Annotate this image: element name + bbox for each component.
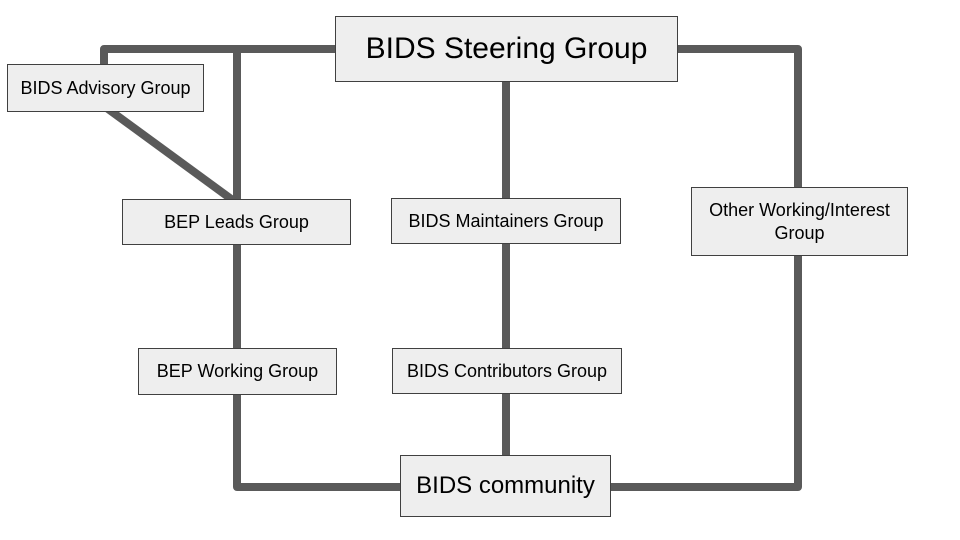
node-other-working-interest-group: Other Working/Interest Group [691, 187, 908, 256]
node-bep-working-group: BEP Working Group [138, 348, 337, 395]
node-other-working-interest-group-label: Other Working/Interest Group [709, 200, 890, 243]
node-bids-advisory-group: BIDS Advisory Group [7, 64, 204, 112]
node-bids-steering-group: BIDS Steering Group [335, 16, 678, 82]
connector-main-frame [100, 45, 802, 491]
node-bids-maintainers-group: BIDS Maintainers Group [391, 198, 621, 244]
node-bep-leads-group: BEP Leads Group [122, 199, 351, 245]
node-bids-community-label: BIDS community [416, 472, 595, 499]
node-bids-advisory-group-label: BIDS Advisory Group [20, 77, 191, 98]
connector-advisory-diagonal [101, 102, 241, 208]
node-bids-contributors-group-label: BIDS Contributors Group [406, 360, 608, 381]
node-bids-maintainers-group-label: BIDS Maintainers Group [408, 210, 604, 231]
node-bids-contributors-group: BIDS Contributors Group [392, 348, 622, 394]
node-bep-working-group-label: BEP Working Group [156, 361, 319, 382]
node-bids-steering-group-label: BIDS Steering Group [365, 32, 648, 66]
node-bep-leads-group-label: BEP Leads Group [164, 211, 309, 232]
node-bids-community: BIDS community [400, 455, 611, 517]
